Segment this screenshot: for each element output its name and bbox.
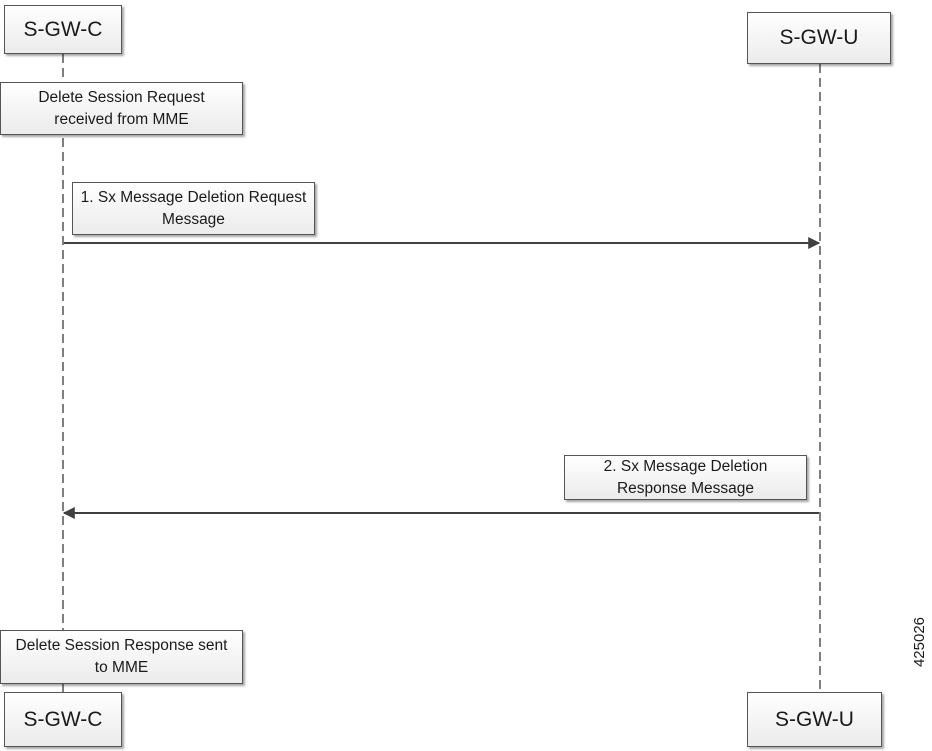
participant-s-gw-u-top: S-GW-U — [747, 12, 891, 64]
participant-s-gw-c-bottom: S-GW-C — [4, 692, 122, 747]
participant-s-gw-c-top: S-GW-C — [4, 5, 122, 54]
message-label-deletion-request: 1. Sx Message Deletion Request Message — [72, 182, 315, 235]
note-delete-session-response: Delete Session Response sent to MME — [0, 630, 243, 684]
note-delete-session-request: Delete Session Request received from MME — [0, 82, 243, 135]
message-label-deletion-response: 2. Sx Message Deletion Response Message — [564, 455, 807, 500]
figure-id-label: 425026 — [911, 616, 928, 668]
participant-s-gw-u-bottom: S-GW-U — [747, 692, 882, 747]
